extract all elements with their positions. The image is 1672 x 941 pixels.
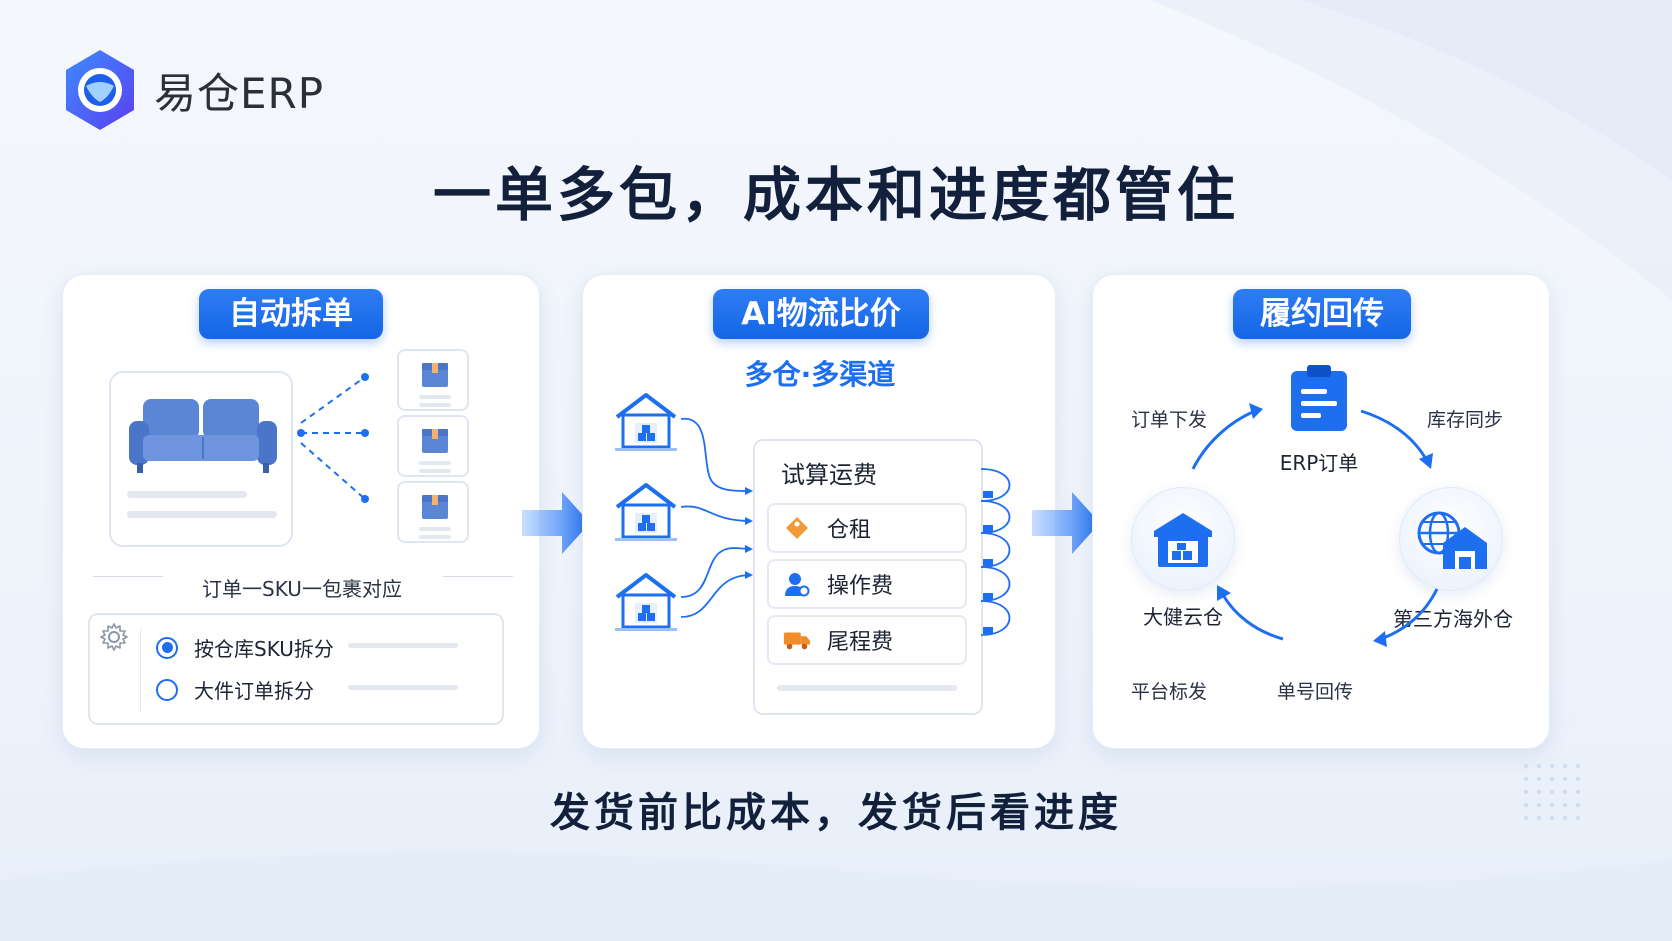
step-inventory-sync: 库存同步 xyxy=(1427,409,1504,431)
warehouse-icon xyxy=(615,573,677,631)
node-warehouse-circle xyxy=(1131,487,1235,591)
card-fulfillment: 履约回传 ERP订单 大健云仓 第三方海外仓 xyxy=(1092,274,1550,749)
card-auto-split: 自动拆单 xyxy=(62,274,540,749)
shipping-estimate-panel: 试算运费 仓租 操作费 尾程费 xyxy=(753,439,983,715)
placeholder-line xyxy=(127,491,247,498)
radio-unselected[interactable] xyxy=(156,678,178,701)
dot-grid-decoration xyxy=(1523,763,1581,821)
placeholder-line xyxy=(419,395,451,399)
cycle-arrows xyxy=(1191,403,1439,647)
option-label: 按仓库SKU拆分 xyxy=(194,637,334,661)
channel-connectors xyxy=(980,468,1011,636)
tag-icon xyxy=(783,514,811,542)
multi-warehouse-subtitle: 多仓·多渠道 xyxy=(744,358,896,391)
split-connectors xyxy=(297,373,369,503)
fee-row-last-mile: 尾程费 xyxy=(767,615,967,665)
radio-selected[interactable] xyxy=(156,636,178,659)
split-options-panel: 按仓库SKU拆分 大件订单拆分 xyxy=(88,613,504,725)
footer-slogan: 发货前比成本，发货后看进度 xyxy=(550,790,1122,836)
step-platform-mark-shipped: 平台标发 xyxy=(1131,681,1208,703)
brand-name: 易仓ERP xyxy=(154,68,325,118)
divider xyxy=(443,576,513,577)
fee-label: 尾程费 xyxy=(827,630,894,655)
option-split-by-warehouse-sku[interactable]: 按仓库SKU拆分 xyxy=(156,633,334,662)
fee-label: 仓租 xyxy=(827,518,872,543)
brand-logo: 易仓ERP xyxy=(62,48,324,132)
card-ai-logistics: AI物流比价 多仓·多渠道 试算运费 xyxy=(582,274,1056,749)
globe-warehouse-icon xyxy=(1417,511,1487,569)
node-overseas-circle xyxy=(1399,487,1503,591)
placeholder-line xyxy=(419,469,451,473)
gear-icon[interactable] xyxy=(98,621,130,653)
placeholder-line xyxy=(419,403,451,407)
option-label: 大件订单拆分 xyxy=(194,679,314,703)
flow-arrow-icon xyxy=(1032,492,1100,554)
order-item-box xyxy=(109,371,293,547)
options-divider xyxy=(140,629,141,713)
warehouse-icon xyxy=(615,483,677,541)
worker-icon xyxy=(783,570,811,598)
package-card xyxy=(397,415,469,477)
clipboard-icon xyxy=(1291,365,1347,431)
box-icon xyxy=(422,495,448,519)
flow-arrow-icon xyxy=(522,492,590,554)
shipping-estimate-title: 试算运费 xyxy=(781,461,877,489)
placeholder-line xyxy=(419,461,451,465)
warehouse-connectors xyxy=(680,418,753,618)
box-icon xyxy=(422,429,448,453)
placeholder-line xyxy=(127,511,277,518)
sofa-icon xyxy=(129,399,277,473)
step-tracking-return: 单号回传 xyxy=(1277,681,1354,703)
node-erp-order: ERP订单 xyxy=(1279,451,1359,475)
placeholder-line xyxy=(419,535,451,539)
divider xyxy=(93,576,163,577)
box-icon xyxy=(422,363,448,387)
package-card xyxy=(397,349,469,411)
fee-row-warehouse-rent: 仓租 xyxy=(767,503,967,553)
warehouse-icon xyxy=(615,393,677,451)
option-split-bulky-order[interactable]: 大件订单拆分 xyxy=(156,675,314,704)
card-title-ai-logistics: AI物流比价 xyxy=(713,289,929,339)
card-title-fulfillment: 履约回传 xyxy=(1233,289,1411,339)
placeholder-line xyxy=(777,685,957,691)
logo-icon xyxy=(66,50,134,130)
truck-icon xyxy=(783,626,811,654)
warehouse-icon xyxy=(1154,513,1212,567)
placeholder-line xyxy=(348,685,458,690)
step-order-dispatch: 订单下发 xyxy=(1131,409,1208,431)
card-title-auto-split: 自动拆单 xyxy=(199,289,383,339)
placeholder-line xyxy=(419,527,451,531)
fee-label: 操作费 xyxy=(827,574,894,599)
split-caption: 订单一SKU一包裹对应 xyxy=(202,577,402,601)
fee-row-handling: 操作费 xyxy=(767,559,967,609)
page-title: 一单多包，成本和进度都管住 xyxy=(432,161,1239,229)
package-card xyxy=(397,481,469,543)
placeholder-line xyxy=(348,643,458,648)
node-warehouse: 大健云仓 xyxy=(1143,605,1223,629)
